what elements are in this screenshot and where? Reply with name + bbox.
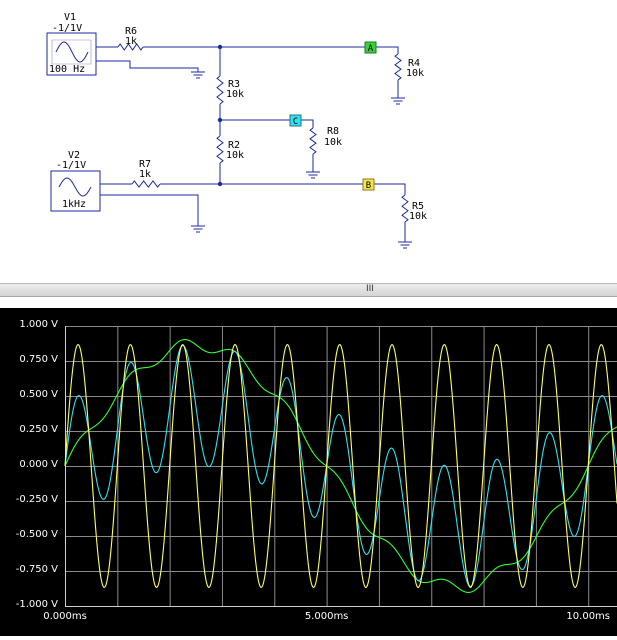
junction-node <box>217 181 223 187</box>
r5-resistor[interactable] <box>401 194 409 223</box>
v1-amplitude: -1/1V <box>52 23 82 34</box>
v2-name: V2 <box>68 150 80 161</box>
x-tick-label: 5.000ms <box>304 611 349 622</box>
y-tick-label: 0.250 V <box>19 424 58 435</box>
oscilloscope-plot[interactable]: 1.000 V 0.750 V 0.500 V 0.250 V 0.000 V -0.25… <box>0 308 617 636</box>
sine-wave-icon <box>55 41 89 63</box>
r8-resistor[interactable] <box>309 127 317 155</box>
y-tick-label: -0.750 V <box>15 564 58 575</box>
pane-splitter[interactable]: III <box>0 283 617 297</box>
r2-resistor[interactable] <box>216 135 224 164</box>
wire <box>100 194 199 226</box>
v2-source[interactable] <box>50 170 101 212</box>
junction-node <box>217 117 223 123</box>
scope-top-gap <box>0 297 617 308</box>
probe-a[interactable]: A <box>364 41 377 54</box>
schematic-canvas[interactable]: A C B V1 -1/1V 100 Hz V2 -1/1V 1kHz R6 1… <box>0 0 617 283</box>
x-tick-label: 0.000ms <box>43 611 87 622</box>
v2-frequency: 1kHz <box>62 199 86 210</box>
r3-name: R3 <box>228 79 240 90</box>
r2-name: R2 <box>228 140 240 151</box>
probe-c-label: C <box>293 117 298 127</box>
probe-b[interactable]: B <box>362 178 375 191</box>
waveform-chart <box>64 326 617 607</box>
circuit-diagram: A C B V1 -1/1V 100 Hz V2 -1/1V 1kHz R6 1… <box>46 12 427 249</box>
r4-name: R4 <box>408 58 420 69</box>
y-tick-label: -0.250 V <box>15 494 58 505</box>
ground-icon <box>306 171 320 179</box>
r5-value: 10k <box>409 211 427 222</box>
probe-b-label: B <box>366 181 371 191</box>
r7-value: 1k <box>139 169 151 180</box>
splitter-grip[interactable]: III <box>366 284 374 294</box>
y-tick-label: 0.500 V <box>19 389 58 400</box>
y-tick-label: -1.000 V <box>15 599 58 610</box>
sine-wave-icon <box>58 177 92 197</box>
r6-value: 1k <box>125 36 137 47</box>
r7-name: R7 <box>139 159 151 170</box>
y-tick-label: 0.750 V <box>19 354 58 365</box>
probe-a-label: A <box>368 44 374 54</box>
trace-probe-b <box>64 344 617 588</box>
y-tick-label: 0.000 V <box>19 459 58 470</box>
r2-value: 10k <box>226 150 244 161</box>
wire <box>370 46 399 54</box>
x-tick-label: 10.00ms <box>566 611 611 622</box>
r4-resistor[interactable] <box>394 53 402 81</box>
trace-probe-c <box>64 344 617 588</box>
y-tick-label: 1.000 V <box>19 319 58 330</box>
ground-icon <box>391 97 405 105</box>
ground-icon <box>398 241 412 249</box>
wire <box>220 119 314 128</box>
trace-probe-a <box>64 339 617 593</box>
r6-resistor[interactable] <box>117 43 144 51</box>
v2-amplitude: -1/1V <box>56 160 86 171</box>
plot-traces <box>64 339 617 593</box>
wire <box>96 60 199 72</box>
r4-value: 10k <box>406 68 424 79</box>
v1-name: V1 <box>64 12 76 23</box>
v1-frequency: 100 Hz <box>49 64 85 75</box>
r3-resistor[interactable] <box>216 75 224 105</box>
r8-value: 10k <box>324 137 342 148</box>
r7-resistor[interactable] <box>131 180 161 188</box>
v1-source[interactable] <box>46 32 97 76</box>
y-tick-label: -0.500 V <box>15 529 58 540</box>
junction-node <box>217 44 223 50</box>
probe-c[interactable]: C <box>289 114 302 127</box>
ground-icon <box>191 71 205 79</box>
r6-name: R6 <box>125 26 137 37</box>
r3-value: 10k <box>226 89 244 100</box>
plot-grid <box>65 326 617 607</box>
ground-icon <box>191 225 205 233</box>
wire <box>160 183 406 195</box>
r8-name: R8 <box>327 126 339 137</box>
r5-name: R5 <box>412 201 424 212</box>
